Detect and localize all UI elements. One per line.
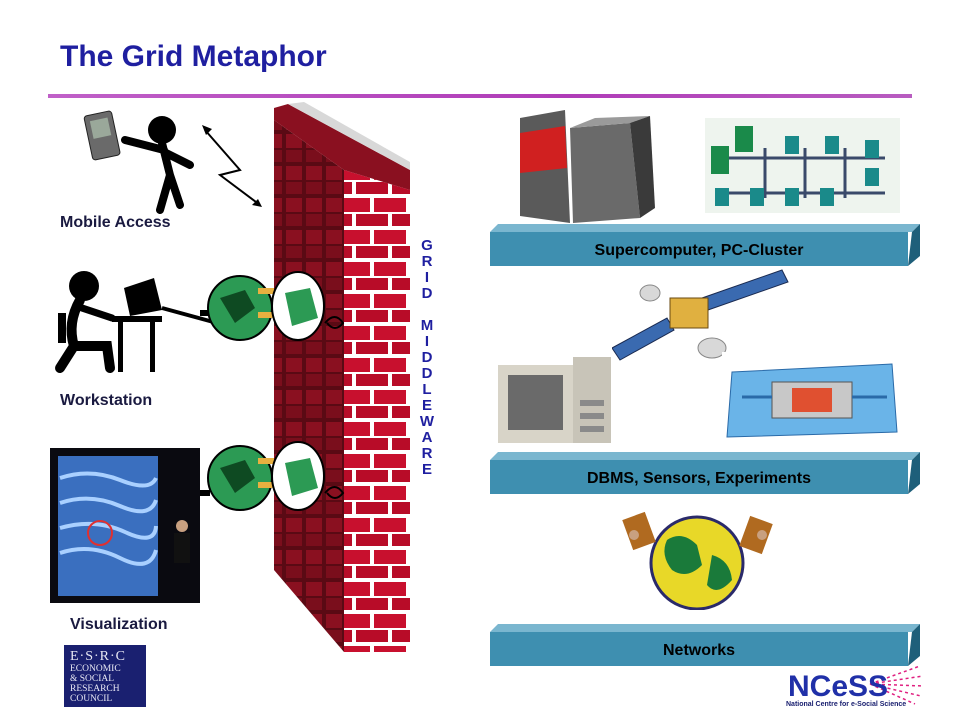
networks-bar: Networks: [490, 624, 920, 666]
workstation-label: Workstation: [60, 392, 153, 409]
mobile-user-icon: [83, 110, 262, 214]
visualization-photo: [50, 448, 200, 603]
dbms-server-icon: [498, 357, 611, 443]
esrc-logo: E·S·R·C ECONOMIC & SOCIAL RESEARCH COUNC…: [64, 645, 146, 707]
visualization-label: Visualization: [70, 616, 168, 633]
pc-cluster-icon: [705, 118, 900, 213]
workstation-user-icon: [55, 271, 218, 373]
esrc-logo-line: E·S·R·C: [70, 649, 126, 664]
esrc-logo-line: RESEARCH: [70, 684, 120, 694]
networks-bar-label: Networks: [663, 642, 735, 659]
middleware-wall: [274, 102, 410, 652]
slide-title: The Grid Metaphor: [60, 40, 327, 73]
supercomputer-icon: [520, 110, 655, 223]
plug-icon-upper: [200, 271, 345, 341]
supercomputer-bar: Supercomputer, PC-Cluster: [490, 224, 920, 266]
ncess-logo-subtitle: National Centre for e-Social Science: [786, 701, 907, 708]
grid-middleware-label: G R I D M I D D L E W A R E: [419, 237, 435, 478]
esrc-logo-line: ECONOMIC: [70, 664, 121, 674]
supercomputer-bar-label: Supercomputer, PC-Cluster: [595, 242, 804, 259]
detector-experiment-icon: [722, 352, 902, 442]
satellite-icon: [612, 269, 789, 361]
esrc-logo-line: COUNCIL: [70, 694, 113, 704]
mobile-access-label: Mobile Access: [60, 214, 171, 231]
dbms-bar-label: DBMS, Sensors, Experiments: [587, 470, 811, 487]
ncess-logo: NCeSS: [788, 670, 889, 703]
esrc-logo-line: & SOCIAL: [70, 674, 115, 684]
ncess-logo-rays: [869, 665, 924, 705]
plug-icon-lower: [200, 441, 345, 511]
globe-network-icon: [622, 511, 773, 610]
title-divider: [48, 94, 912, 98]
dbms-bar: DBMS, Sensors, Experiments: [490, 452, 920, 494]
